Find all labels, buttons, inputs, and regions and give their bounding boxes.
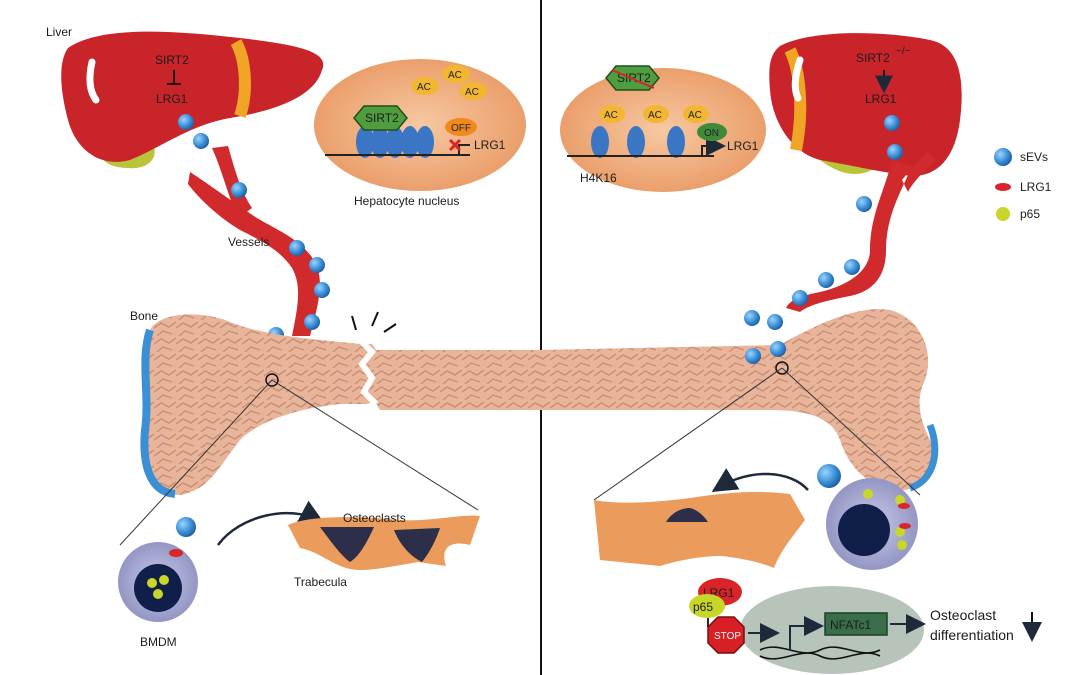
right-ac-tag-3: AC [683,105,709,123]
nfatc1-box [824,612,888,636]
left-liver [61,31,324,169]
left-vessel [188,146,320,336]
nfatc1-label: NFATc1 [830,618,871,632]
left-bmdm-sev [176,517,196,537]
left-zoom-marker [265,373,279,387]
left-ac-tag-3: AC [459,82,487,100]
trabecula-label: Trabecula [294,575,347,589]
stop-label: STOP [714,631,741,642]
outcome-line1: Osteoclast [930,607,996,623]
bmdm-label: BMDM [140,635,177,649]
right-liver [769,33,962,176]
stop-sign [707,616,745,654]
svg-text:AC: AC [648,110,662,121]
right-ac-tag-2: AC [643,105,669,123]
svg-text:AC: AC [604,110,618,121]
right-trabecula [594,491,805,568]
left-differentiation-arrow [216,500,325,546]
svg-text:AC: AC [688,110,702,121]
svg-text:AC: AC [465,87,479,98]
svg-text:SIRT2: SIRT2 [617,71,651,85]
right-liver-sirt2-ko-superscript: −/− [896,46,911,57]
liver-label: Liver [46,25,72,39]
legend-p65-label: p65 [1020,207,1040,221]
right-differentiation-arrow [711,468,809,492]
right-liver-lrg1-label: LRG1 [865,92,897,106]
osteoclasts-label: Osteoclasts [343,511,406,525]
h4k16-label: H4K16 [580,171,617,185]
hepatocyte-nucleus-caption: Hepatocyte nucleus [354,194,459,208]
p65-tag [689,594,725,618]
outcome-line2: differentiation [930,627,1014,643]
right-zoom-marker [775,361,789,375]
legend-sevs-label: sEVs [1020,150,1048,164]
signaling-panel: LRG1 p65 STOP NFATc1 [689,578,926,674]
legend-lrg1-label: LRG1 [1020,180,1052,194]
svg-text:SIRT2: SIRT2 [365,111,399,125]
on-tag: ON [697,123,727,141]
off-tag: OFF [445,118,477,136]
right-nucleus-lrg1-label: LRG1 [727,139,759,153]
right-chromatin [591,126,685,158]
p65-icon [996,207,1010,221]
femur-bone [140,309,939,498]
lrg1-icon [995,183,1011,191]
right-bmdm-cell [817,464,918,570]
p65-tag-label: p65 [693,600,713,614]
right-hepatocyte-nucleus [560,68,766,192]
left-nucleus-lrg1-label: LRG1 [474,138,506,152]
legend: sEVs LRG1 p65 [994,148,1052,221]
svg-text:ON: ON [704,128,719,139]
right-liver-sirt2-ko-label: SIRT2 [856,51,890,65]
left-sirt2-hexagon: SIRT2 [353,105,408,131]
sev-icon [994,148,1012,166]
left-ac-tag-2: AC [442,65,470,83]
right-ac-tag-1: AC [599,105,625,123]
left-ac-tag-1: AC [411,77,439,95]
left-bmdm-cell [118,517,198,622]
right-vessel [786,150,936,312]
left-trabecula [288,515,480,570]
svg-text:AC: AC [448,70,462,81]
right-bmdm-sev [817,464,841,488]
vessels-label: Vessels [228,235,269,249]
right-sev-group [744,115,903,364]
bone-label: Bone [130,309,158,323]
svg-text:AC: AC [417,82,431,93]
svg-text:OFF: OFF [451,123,471,134]
right-sirt2-hexagon: SIRT2 [605,65,660,91]
left-liver-sirt2-label: SIRT2 [155,53,189,67]
left-liver-lrg1-label: LRG1 [156,92,188,106]
left-chromatin [356,126,434,158]
